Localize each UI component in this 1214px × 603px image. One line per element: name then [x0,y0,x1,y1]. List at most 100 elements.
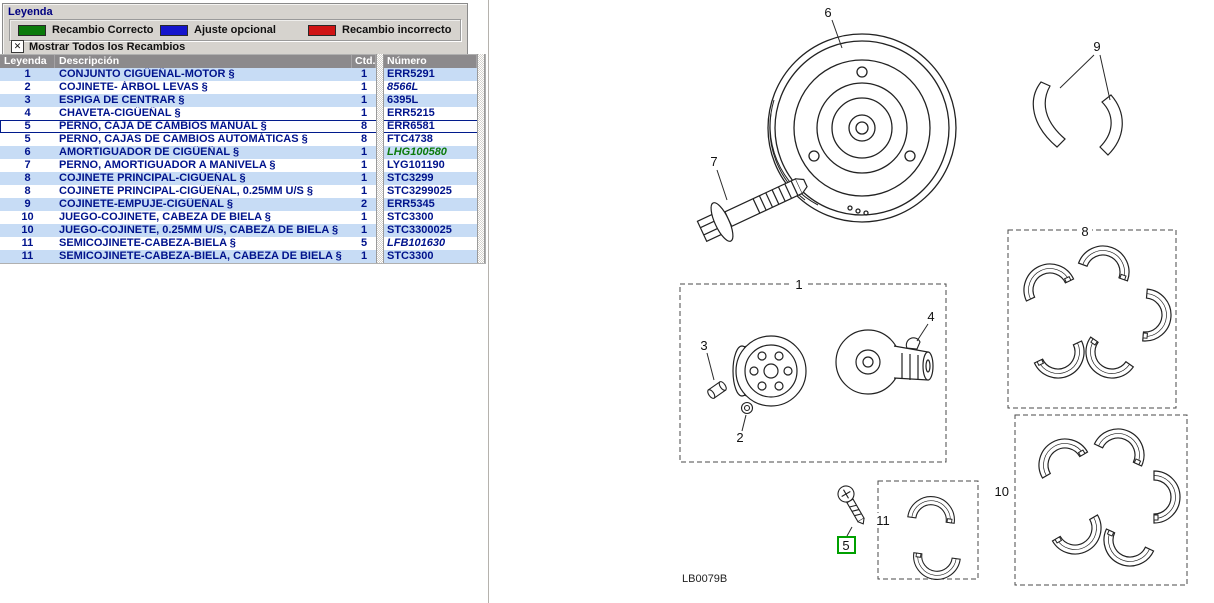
row-quantity: 1 [360,68,368,80]
callout-2[interactable]: 2 [736,430,743,445]
legend-color-swatch [308,24,336,36]
callout-7[interactable]: 7 [710,154,717,169]
parts-list-panel: Leyenda Recambio Correcto Ajuste opcional… [0,0,489,603]
row-part-number: 6395L [387,94,419,106]
show-all-parts-checkbox[interactable] [11,40,24,53]
group-box-10 [1014,414,1188,586]
column-header-description[interactable]: Descripción [55,55,352,68]
column-header-number[interactable]: Número [384,55,477,68]
callout-4[interactable]: 4 [927,309,934,324]
crankshaft-section-drawing [835,329,934,395]
legend-item: Recambio Correcto [18,20,160,40]
legend-panel: Leyenda Recambio Correcto Ajuste opcional… [2,3,468,55]
parts-diagram: 6 9 7 [679,5,1188,586]
table-row[interactable]: 8 COJINETE PRINCIPAL-CIGÜEÑAL § 1 STC3299 [0,172,485,185]
row-quantity: 1 [360,185,368,197]
legend-item: Ajuste opcional [160,20,308,40]
row-quantity: 5 [360,237,368,249]
row-legend-number: 8 [24,172,31,184]
row-part-number: ERR5291 [387,68,435,80]
row-quantity: 2 [360,198,368,210]
table-row[interactable]: 8 COJINETE PRINCIPAL-CIGÜEÑAL, 0.25MM U/S… [0,185,485,198]
table-row[interactable]: 3 ESPIGA DE CENTRAR § 1 6395L [0,94,485,107]
exploded-diagram-panel: 6 9 7 [490,0,1214,603]
row-description: PERNO, CAJA DE CAMBIOS MANUAL § [59,120,267,132]
crankshaft-pulley-drawing [767,33,957,223]
damper-bolt-drawing [696,178,808,243]
dowel-drawing [707,381,727,399]
row-description: COJINETE- ÁRBOL LEVAS § [59,81,208,93]
legend-color-swatch [160,24,188,36]
row-description: SEMICOJINETE-CABEZA-BIELA § [59,237,236,249]
legend-item-label: Ajuste opcional [194,24,276,36]
callout-3[interactable]: 3 [700,338,707,353]
row-part-number: LYG101190 [387,159,445,171]
legend-panel-title: Leyenda [8,6,53,18]
table-splitter-strip[interactable] [376,54,384,263]
row-legend-number: 10 [21,224,34,236]
row-part-number: FTC4738 [387,133,433,145]
callout-9[interactable]: 9 [1093,39,1100,54]
legend-item: Recambio incorrecto [308,20,458,40]
row-legend-number: 10 [21,211,34,223]
column-header-quantity[interactable]: Ctd. [352,55,376,68]
bigend-bearing-set-drawing [1028,419,1181,576]
row-legend-number: 4 [24,107,31,119]
row-part-number: STC3299025 [387,185,452,197]
row-legend-number: 6 [24,146,31,158]
row-quantity: 1 [360,172,368,184]
legend-color-swatch [18,24,46,36]
table-row[interactable]: 6 AMORTIGUADOR DE CIGÜEÑAL § 1 LHG100580 [0,146,485,159]
parts-table-header: Leyenda Descripción Ctd. Número [0,55,485,68]
row-legend-number: 11 [21,250,34,262]
callout-10[interactable]: 10 [995,484,1009,499]
row-description: AMORTIGUADOR DE CIGÜEÑAL § [59,146,240,158]
show-all-parts-label: Mostrar Todos los Recambios [29,40,186,53]
nut-drawing [740,401,754,415]
callout-1[interactable]: 1 [795,277,802,292]
row-part-number: STC3300 [387,211,434,223]
row-legend-number: 8 [24,185,31,197]
crankshaft-hub-drawing [732,335,807,407]
row-quantity: 1 [360,94,368,106]
callout-5[interactable]: 5 [842,538,849,553]
row-description: COJINETE-EMPUJE-CIGÜEÑAL § [59,198,233,210]
row-legend-number: 3 [24,94,31,106]
callout-6[interactable]: 6 [824,5,831,20]
callout-11[interactable]: 11 [876,513,890,528]
row-part-number: 8566L [387,81,419,93]
column-header-legend[interactable]: Leyenda [0,55,55,68]
main-bearing-shells-drawing [1014,238,1174,389]
legend-color-key: Recambio Correcto Ajuste opcional Recambio… [9,19,461,41]
row-part-number: ERR5345 [387,198,435,210]
row-description: COJINETE PRINCIPAL-CIGÜEÑAL, 0.25MM U/S … [59,185,314,197]
row-description: COJINETE PRINCIPAL-CIGÜEÑAL § [59,172,246,184]
row-part-number: ERR6581 [387,120,435,132]
table-scrollbar-strip[interactable] [477,54,485,263]
row-legend-number: 5 [24,120,31,132]
row-quantity: 1 [360,211,368,223]
callout-8[interactable]: 8 [1081,224,1088,239]
row-part-number: STC3299 [387,172,434,184]
row-description: PERNO, CAJAS DE CAMBIOS AUTOMÁTICAS § [59,133,308,145]
gearbox-bolt-drawing [837,485,865,525]
row-legend-number: 1 [24,68,31,80]
retainer-clips-drawing [1032,81,1123,156]
show-all-parts-option[interactable]: Mostrar Todos los Recambios [11,40,185,53]
row-part-number: LHG100580 [387,146,447,158]
row-description: ESPIGA DE CENTRAR § [59,94,185,106]
row-quantity: 1 [360,146,368,158]
